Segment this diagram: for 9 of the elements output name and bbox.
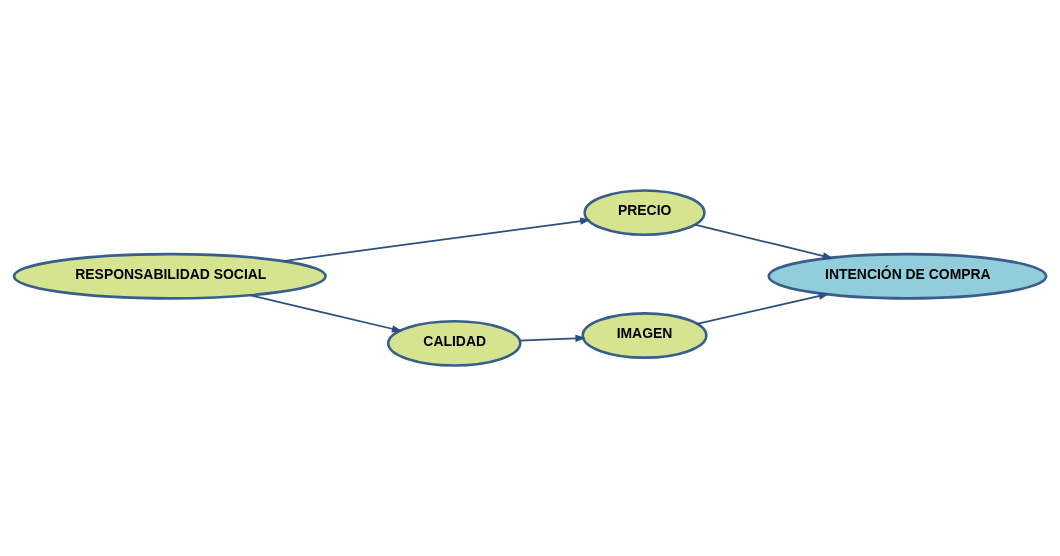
arrow — [696, 292, 830, 325]
node-ellipse: CALIDAD — [386, 319, 522, 367]
arrow — [693, 223, 834, 260]
node-ellipse: RESPONSABILIDAD SOCIAL — [12, 252, 327, 300]
node-ellipse: PRECIO — [583, 189, 706, 237]
arrow — [250, 294, 403, 333]
arrow — [282, 217, 591, 262]
arrow — [518, 334, 586, 342]
node-ellipse: IMAGEN — [581, 312, 708, 359]
